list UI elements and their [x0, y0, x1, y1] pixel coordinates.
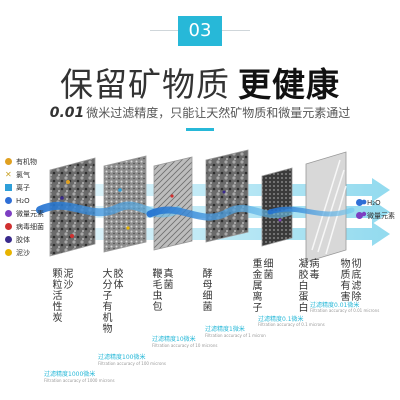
- legend-label: 病毒细菌: [16, 222, 44, 231]
- stage-label-1: 泥沙 颗粒活性炭: [50, 268, 72, 323]
- water-icon: [356, 199, 363, 206]
- badge-line-left: [150, 30, 178, 31]
- badge-line-right: [222, 30, 250, 31]
- trace-element-icon: [5, 210, 12, 217]
- accuracy-caption-3: 过滤精度10微米: [152, 336, 196, 343]
- legend-item-water-out: H₂O: [356, 196, 400, 209]
- legend-item-trace: 微量元素: [5, 207, 65, 220]
- water-icon: [5, 197, 12, 204]
- accuracy-caption-6: 过滤精度0.01微米: [310, 302, 360, 309]
- section-number-badge: 03: [178, 16, 222, 46]
- subtitle-text: 微米过滤精度，只能让天然矿物质和微量元素通过: [86, 106, 351, 120]
- legend-label: 微量元素: [16, 209, 44, 218]
- legend-item-chlorine: ✕ 氯气: [5, 168, 65, 181]
- legend-item-trace-out: 微量元素: [356, 209, 400, 222]
- legend-item-ion: 离子: [5, 181, 65, 194]
- filter-panel-5: [261, 167, 293, 247]
- accuracy-caption-5: 过滤精度0.1微米: [258, 316, 304, 323]
- accuracy-caption-en-2: Filtration accuracy of 100 microns: [98, 361, 167, 366]
- stage-label-5: 细菌 重金属离子: [250, 258, 272, 313]
- legend-label: H₂O: [367, 198, 381, 207]
- legend-item-organic: 有机物: [5, 155, 65, 168]
- stage-label-4: 酵母细菌: [200, 268, 211, 312]
- filter-panel-4: [205, 149, 249, 243]
- legend-label: 氯气: [16, 170, 30, 179]
- sediment-icon: [5, 249, 12, 256]
- title-main: 保留矿物质: [60, 65, 230, 104]
- chlorine-icon: ✕: [5, 170, 12, 179]
- trace-element-icon: [356, 212, 363, 219]
- organic-icon: [5, 158, 12, 165]
- ion-icon: [5, 184, 12, 191]
- legend-item-sediment: 泥沙: [5, 246, 65, 259]
- output-legend: H₂O 微量元素: [356, 196, 400, 222]
- legend-label: 泥沙: [16, 248, 30, 257]
- legend-item-colloid: 胶体: [5, 233, 65, 246]
- water-splashes: [36, 201, 355, 221]
- subtitle-number: 0.01: [49, 105, 85, 121]
- accuracy-caption-en-1: Filtration accuracy of 1000 microns: [44, 378, 115, 383]
- accuracy-caption-en-6: Filtration accuracy of 0.01 microns: [310, 308, 380, 313]
- legend-label: 胶体: [16, 235, 30, 244]
- legend-label: 离子: [16, 183, 30, 192]
- colloid-icon: [5, 236, 12, 243]
- accuracy-caption-1: 过滤精度1000微米: [44, 371, 96, 378]
- accuracy-caption-2: 过滤精度100微米: [98, 354, 146, 361]
- particle-legend: 有机物 ✕ 氯气 离子 H₂O 微量元素 病毒细菌 胶体 泥沙: [5, 155, 65, 259]
- accuracy-caption-en-4: Filtration accuracy of 1 micron: [205, 333, 266, 338]
- stage-label-7: 彻底滤除 物质有害: [338, 258, 360, 302]
- virus-icon: [5, 223, 12, 230]
- accent-bar: [186, 128, 214, 131]
- legend-label: 微量元素: [367, 211, 395, 220]
- legend-item-water: H₂O: [5, 194, 65, 207]
- legend-item-virus: 病毒细菌: [5, 220, 65, 233]
- page-title: 保留矿物质更健康: [0, 58, 400, 106]
- accuracy-caption-4: 过滤精度1微米: [205, 326, 245, 333]
- title-bold: 更健康: [238, 65, 340, 104]
- legend-label: 有机物: [16, 157, 37, 166]
- accuracy-caption-en-5: Filtration accuracy of 0.1 microns: [258, 322, 325, 327]
- stage-label-2: 胶体 大分子有机物: [100, 268, 122, 334]
- filter-panel-3: [153, 156, 193, 251]
- stage-label-3: 真菌 鞭毛虫包: [150, 268, 172, 312]
- legend-label: H₂O: [16, 196, 30, 205]
- stage-label-6: 病毒 凝胶白蛋白: [296, 258, 318, 313]
- accuracy-caption-en-3: Filtration accuracy of 10 microns: [152, 343, 218, 348]
